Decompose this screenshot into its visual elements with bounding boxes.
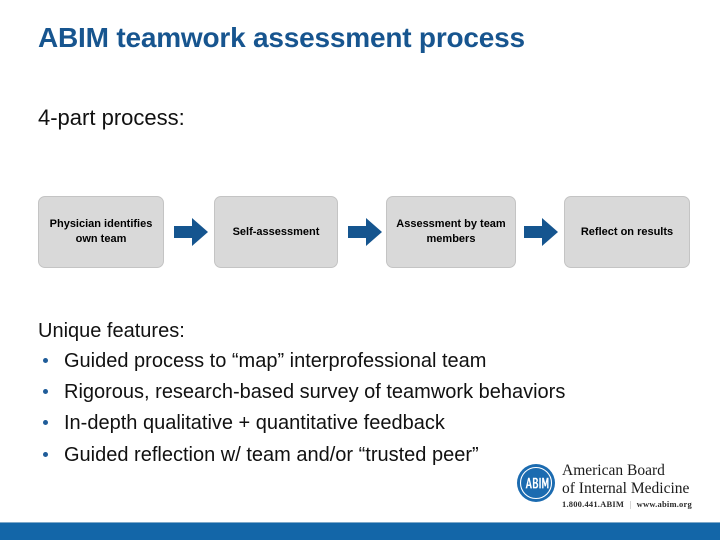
process-step-label: Reflect on results	[580, 225, 674, 238]
process-step-label: Physician identifies own team	[49, 218, 153, 245]
arrow-right-icon	[348, 216, 382, 248]
arrow-right-icon	[174, 216, 208, 248]
process-step-1: Physician identifies own team	[38, 196, 164, 268]
page-title: ABIM teamwork assessment process	[38, 22, 525, 53]
process-step-4: Reflect on results	[564, 196, 690, 268]
abim-wordmark: American Board of Internal Medicine	[562, 462, 689, 499]
abim-separator: |	[629, 499, 632, 509]
bullet-dot-icon	[43, 358, 48, 363]
abim-name-line-2: of Internal Medicine	[562, 480, 690, 498]
arrow-right-icon	[524, 216, 558, 248]
features-heading: Unique features:	[38, 320, 185, 342]
process-flow-diagram: Physician identifies own team Self-asses…	[36, 196, 692, 270]
list-item: Rigorous, research-based survey of teamw…	[38, 377, 678, 408]
list-item-label: Guided reflection w/ team and/or “truste…	[64, 443, 479, 466]
list-item-label: In-depth qualitative + quantitative feed…	[64, 412, 445, 435]
abim-contact-line: 1.800.441.ABIM | www.abim.org	[562, 499, 692, 509]
list-item: Guided process to “map” interprofessiona…	[38, 346, 678, 377]
bullet-dot-icon	[43, 451, 48, 457]
bullet-dot-icon	[43, 420, 48, 426]
features-bullet-list: Guided process to “map” interprofessiona…	[38, 346, 678, 471]
process-step-label: Self-assessment	[232, 225, 320, 238]
list-item-label: Guided process to “map” interprofessiona…	[64, 350, 487, 372]
abim-circle-icon	[516, 463, 556, 503]
list-item: In-depth qualitative + quantitative feed…	[38, 408, 678, 439]
list-item: Guided reflection w/ team and/or “truste…	[38, 440, 678, 471]
abim-website: www.abim.org	[636, 499, 692, 509]
footer-bar	[0, 522, 720, 540]
abim-name-line-1: American Board	[562, 462, 665, 479]
abim-phone: 1.800.441.ABIM	[562, 499, 625, 509]
subheading: 4-part process:	[38, 105, 185, 130]
features-section: Unique features: Guided process to “map”…	[38, 320, 678, 471]
process-step-3: Assessment by team members	[386, 196, 516, 268]
abim-logo: American Board of Internal Medicine 1.80…	[516, 461, 702, 513]
process-step-2: Self-assessment	[214, 196, 338, 268]
process-step-label: Assessment by team members	[396, 218, 506, 245]
bullet-dot-icon	[43, 389, 48, 395]
list-item-label: Rigorous, research-based survey of teamw…	[64, 381, 566, 404]
